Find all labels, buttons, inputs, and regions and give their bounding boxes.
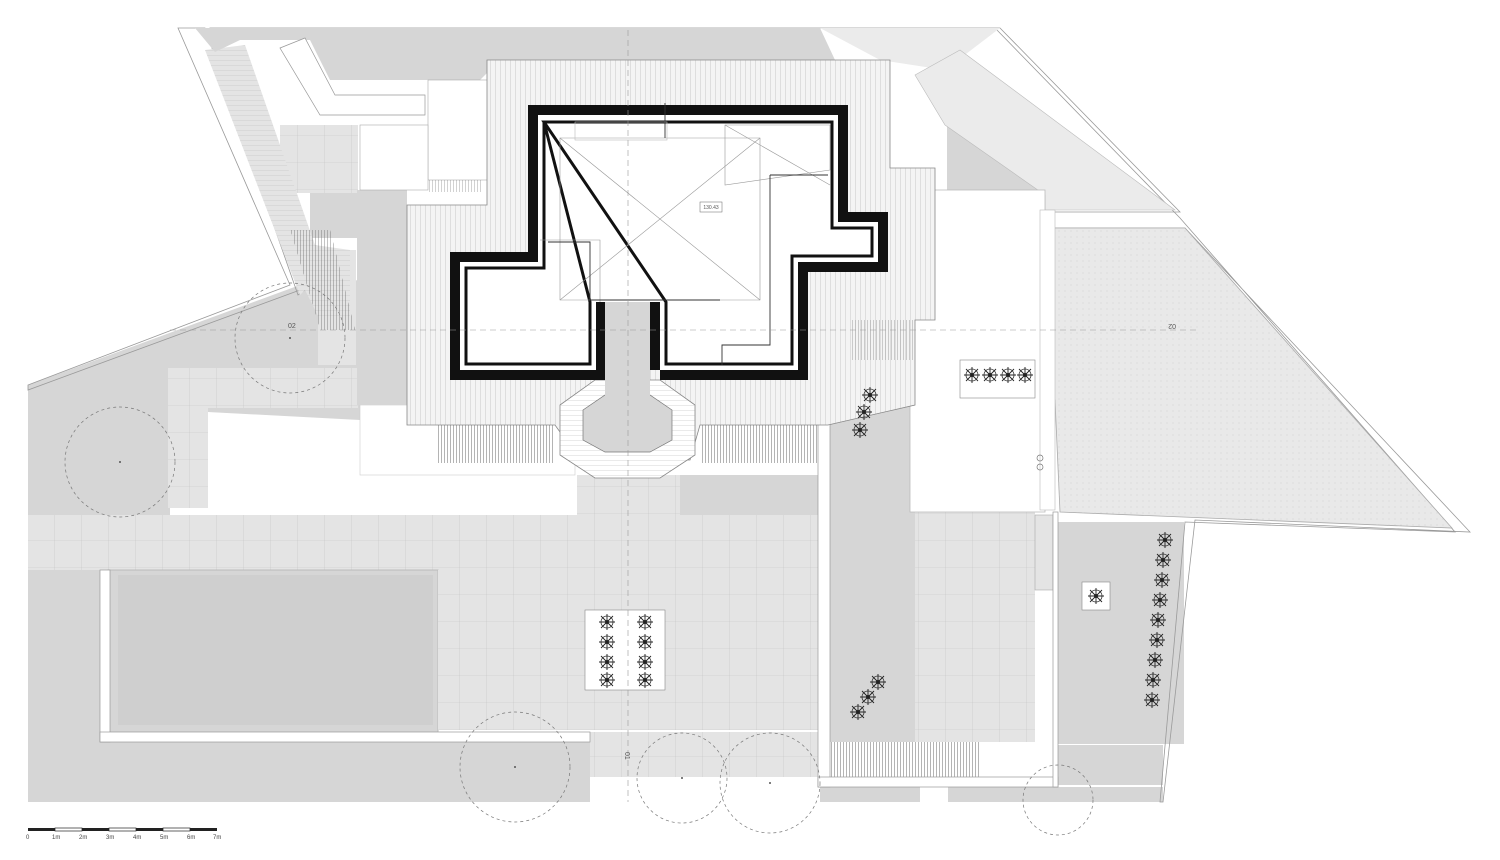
roof-plate: 130.43 (450, 103, 888, 380)
scale-label-4: 4m (133, 835, 141, 841)
planters (584, 359, 1174, 721)
scale-label-3: 3m (106, 835, 114, 841)
upper-boundaries (27, 27, 1471, 803)
roof-level-label: 130.43 (703, 205, 719, 211)
section-mark-bottom: 01 (623, 752, 630, 760)
scale-label-5: 5m (160, 835, 168, 841)
garden-walls (99, 359, 1059, 788)
section-lines (170, 30, 1200, 802)
scale-label-2: 2m (79, 835, 87, 841)
scale-label-6: 6m (187, 835, 195, 841)
scale-label-7: 7m (213, 835, 221, 841)
section-mark-left: 02 (288, 323, 296, 330)
fixtures (1036, 454, 1044, 471)
scale-label-1: 1m (52, 835, 60, 841)
section-mark-right: 02 (1168, 322, 1176, 329)
trees (64, 282, 1094, 836)
scale-bar: 0 1m 2m 3m 4m 5m 6m 7m (26, 827, 221, 841)
scale-label-0: 0 (26, 835, 30, 841)
